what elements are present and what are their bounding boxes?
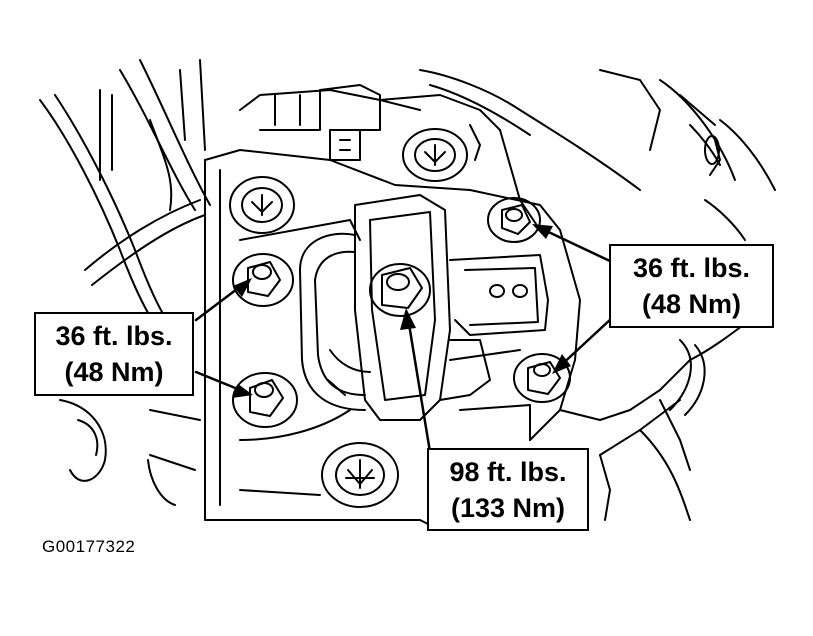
leader-arrows xyxy=(194,226,614,454)
torque-callout-center: 98 ft. lbs. (133 Nm) xyxy=(427,448,589,531)
bolt-top-center xyxy=(402,128,468,182)
bolt-upper-left xyxy=(229,176,295,234)
left-hoses xyxy=(39,59,211,506)
callout-center-line1: 98 ft. lbs. xyxy=(449,456,567,487)
torque-callout-right: 36 ft. lbs. (48 Nm) xyxy=(609,244,774,328)
arrowhead-left-upper xyxy=(233,278,252,297)
nut-left-lower xyxy=(232,372,298,428)
nut-left-upper xyxy=(232,253,294,307)
arrowhead-right-upper xyxy=(532,224,553,239)
arrowhead-center xyxy=(400,308,416,330)
leader-right-lower xyxy=(556,316,614,370)
figure-id: G00177322 xyxy=(42,537,136,556)
right-hoses xyxy=(639,135,721,521)
nut-right-upper xyxy=(487,197,541,243)
callout-center-line2: (133 Nm) xyxy=(450,492,566,523)
arrowhead-right-lower xyxy=(552,354,571,374)
callout-left-line2: (48 Nm) xyxy=(64,357,164,387)
leader-center xyxy=(406,316,432,454)
callout-right-line2: (48 Nm) xyxy=(641,289,742,319)
through-bolt-center xyxy=(369,263,431,317)
leader-right-upper xyxy=(538,226,614,264)
callout-left-line1: 36 ft. lbs. xyxy=(55,321,173,351)
torque-callout-left: 36 ft. lbs. (48 Nm) xyxy=(34,312,194,396)
arrowheads xyxy=(232,224,571,398)
nut-right-lower xyxy=(513,353,571,403)
callout-right-line1: 36 ft. lbs. xyxy=(632,253,751,283)
upper-bracket xyxy=(239,69,776,241)
bolts xyxy=(229,128,571,508)
arrowhead-left-lower xyxy=(232,384,253,398)
bolt-bottom xyxy=(321,442,399,508)
mount-insulator xyxy=(299,194,549,441)
